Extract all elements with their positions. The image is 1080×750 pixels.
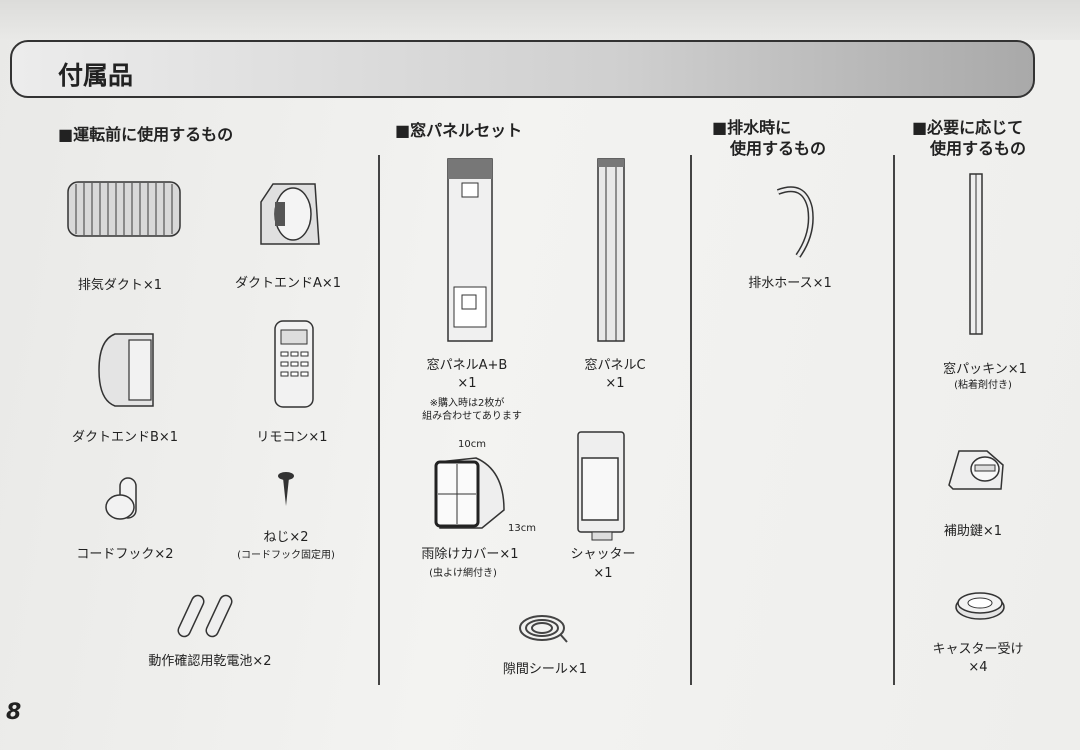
note-window-panel-ab-line1: ※購入時は2枚が	[429, 398, 505, 409]
screw-icon	[278, 472, 294, 506]
label-duct-end-b: ダクトエンドB×1	[71, 430, 179, 445]
page-title: 付属品	[58, 61, 134, 90]
label-auxiliary-lock: 補助鍵×1	[943, 524, 1003, 539]
label-battery: 動作確認用乾電池×2	[148, 654, 272, 669]
section-title-line: 使用するもの	[930, 139, 1027, 158]
label-shutter-qty: ×1	[593, 566, 613, 581]
duct-end-a-icon	[260, 183, 320, 245]
previous-page-bleed	[0, 0, 1080, 40]
column-divider	[893, 155, 895, 685]
label-rain-cover: 雨除けカバー×1	[421, 547, 519, 562]
label-window-packing: 窓パッキン×1	[943, 362, 1027, 377]
window-packing-icon	[969, 173, 983, 335]
label-window-packing-note: (粘着剤付き)	[954, 380, 1012, 391]
section-title-before-operation: ■運転前に使用するもの	[58, 125, 234, 144]
label-remote: リモコン×1	[256, 430, 328, 445]
auxiliary-lock-icon	[948, 450, 1004, 490]
label-duct-end-a: ダクトエンドA×1	[234, 276, 342, 291]
cord-hook-icon	[105, 477, 137, 520]
dimension-width: 10cm	[458, 439, 486, 450]
label-caster-cup-qty: ×4	[968, 660, 988, 675]
drain-hose-icon	[776, 186, 814, 258]
exhaust-duct-icon	[67, 181, 181, 237]
label-screw-note: (コードフック固定用)	[237, 550, 335, 561]
window-panel-ab-icon	[447, 158, 493, 342]
window-panel-c-icon	[597, 158, 625, 342]
label-window-panel-ab: 窓パネルA+B	[426, 358, 508, 373]
section-title-line: ■排水時に	[712, 118, 792, 137]
label-window-panel-ab-qty: ×1	[457, 376, 477, 391]
battery-icon	[177, 594, 233, 638]
section-title-drainage: ■排水時に使用するもの	[712, 117, 826, 159]
label-shutter: シャッター	[570, 547, 636, 562]
label-gap-seal: 隙間シール×1	[502, 662, 588, 677]
shutter-icon	[577, 431, 625, 541]
label-cord-hook: コードフック×2	[76, 547, 174, 562]
label-exhaust-duct: 排気ダクト×1	[77, 278, 163, 293]
section-title-line: 使用するもの	[730, 139, 827, 158]
dimension-depth: 13cm	[508, 523, 536, 534]
note-window-panel-ab-line2: 組み合わせてあります	[422, 411, 522, 422]
rain-cover-icon	[434, 457, 505, 529]
label-screw: ねじ×2	[263, 530, 309, 545]
section-title-as-needed: ■必要に応じて使用するもの	[912, 117, 1026, 159]
caster-cup-icon	[955, 592, 1005, 620]
section-title-window-panel-set: ■窓パネルセット	[395, 121, 523, 140]
column-divider	[690, 155, 692, 685]
section-title-line: ■必要に応じて	[912, 118, 1024, 137]
remote-control-icon	[274, 320, 314, 408]
duct-end-b-icon	[98, 333, 154, 407]
label-window-panel-c-qty: ×1	[605, 376, 625, 391]
gap-seal-icon	[519, 615, 568, 643]
label-drain-hose: 排水ホース×1	[748, 276, 832, 291]
label-rain-cover-note: (虫よけ網付き)	[429, 568, 497, 579]
column-divider	[378, 155, 380, 685]
section-header-bar	[10, 40, 1035, 98]
page-number: 8	[6, 700, 22, 725]
label-caster-cup: キャスター受け	[932, 642, 1024, 657]
label-window-panel-c: 窓パネルC	[584, 358, 646, 373]
